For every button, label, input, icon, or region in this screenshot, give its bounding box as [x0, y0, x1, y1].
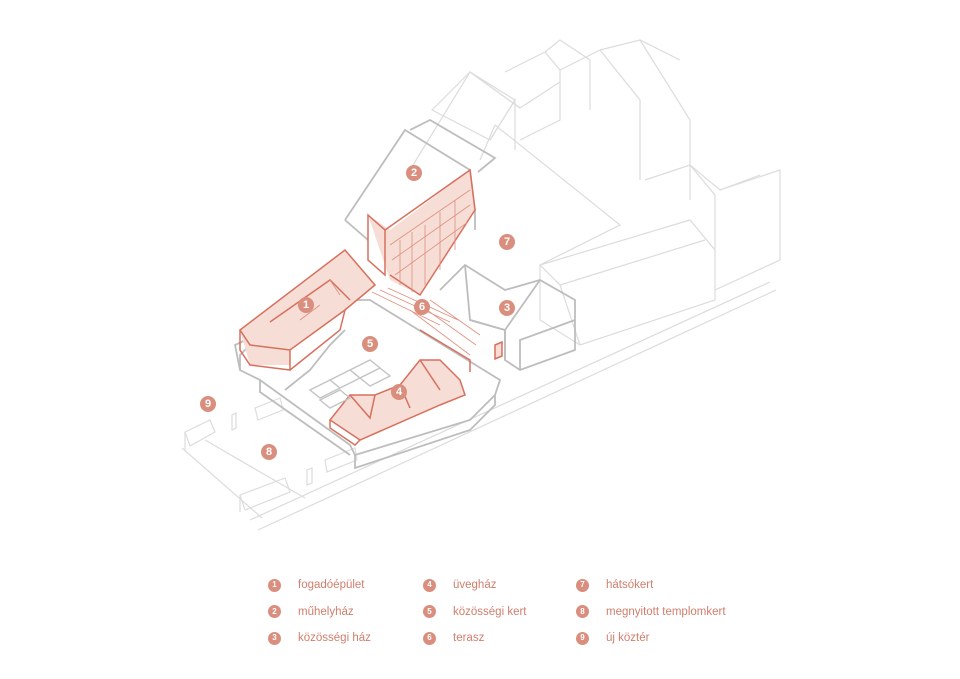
- context-buildings: [181, 39, 781, 531]
- svg-text:9: 9: [205, 398, 211, 410]
- svg-text:5: 5: [367, 338, 373, 350]
- legend-label: új köztér: [606, 632, 650, 645]
- legend-label: közösségi kert: [453, 605, 527, 618]
- legend-label: megnyitott templomkert: [606, 605, 726, 618]
- marker-1: 1: [298, 297, 314, 313]
- marker-6: 6: [414, 299, 430, 315]
- legend-item: 7 hátsókert: [576, 572, 746, 599]
- legend-number: 6: [423, 631, 436, 645]
- legend-item: 3 közösségi ház: [268, 625, 438, 652]
- svg-text:8: 8: [266, 446, 272, 458]
- legend-item: 5 közösségi kert: [423, 599, 593, 626]
- legend-number: 2: [268, 605, 281, 619]
- legend-label: műhelyház: [298, 605, 354, 618]
- legend-number: 9: [576, 631, 589, 645]
- legend-number: 8: [576, 605, 589, 619]
- marker-5: 5: [362, 336, 378, 352]
- legend: 1 fogadóépület 2 műhelyház 3 közösségi h…: [268, 572, 768, 652]
- highlighted-buildings: [238, 168, 503, 446]
- legend-item: 4 üvegház: [423, 572, 593, 599]
- legend-number: 4: [423, 578, 436, 592]
- marker-8: 8: [261, 444, 277, 460]
- legend-column-3: 7 hátsókert 8 megnyitott templomkert 9 ú…: [576, 572, 746, 652]
- legend-label: üvegház: [453, 579, 497, 592]
- marker-3: 3: [499, 300, 515, 316]
- legend-item: 8 megnyitott templomkert: [576, 599, 746, 626]
- svg-text:4: 4: [396, 386, 403, 398]
- marker-9: 9: [200, 396, 216, 412]
- svg-text:1: 1: [303, 299, 309, 311]
- marker-2: 2: [406, 165, 422, 181]
- legend-label: fogadóépület: [298, 579, 365, 592]
- legend-label: terasz: [453, 632, 485, 645]
- legend-item: 9 új köztér: [576, 625, 746, 652]
- svg-text:7: 7: [504, 236, 510, 248]
- legend-label: hátsókert: [606, 579, 654, 592]
- legend-item: 2 műhelyház: [268, 599, 438, 626]
- legend-column-1: 1 fogadóépület 2 műhelyház 3 közösségi h…: [268, 572, 438, 652]
- legend-number: 1: [268, 578, 281, 592]
- legend-label: közösségi ház: [298, 632, 371, 645]
- legend-number: 3: [268, 631, 281, 645]
- svg-text:3: 3: [504, 302, 510, 314]
- legend-column-2: 4 üvegház 5 közösségi kert 6 terasz: [423, 572, 593, 652]
- svg-text:6: 6: [419, 301, 425, 313]
- legend-number: 7: [576, 578, 589, 592]
- svg-text:2: 2: [411, 167, 417, 179]
- legend-item: 6 terasz: [423, 625, 593, 652]
- legend-number: 5: [423, 605, 436, 619]
- marker-7: 7: [499, 234, 515, 250]
- marker-4: 4: [391, 384, 407, 400]
- legend-item: 1 fogadóépület: [268, 572, 438, 599]
